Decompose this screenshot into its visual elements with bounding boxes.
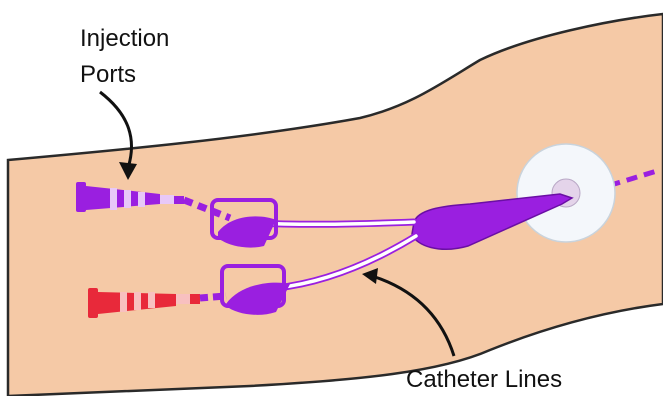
injection-ports-label-line2: Ports [80, 61, 136, 88]
insertion-site-dressing-icon [517, 144, 615, 242]
catheter-lines-label: Catheter Lines [406, 366, 562, 393]
injection-ports-label-line1: Injection [80, 25, 169, 52]
